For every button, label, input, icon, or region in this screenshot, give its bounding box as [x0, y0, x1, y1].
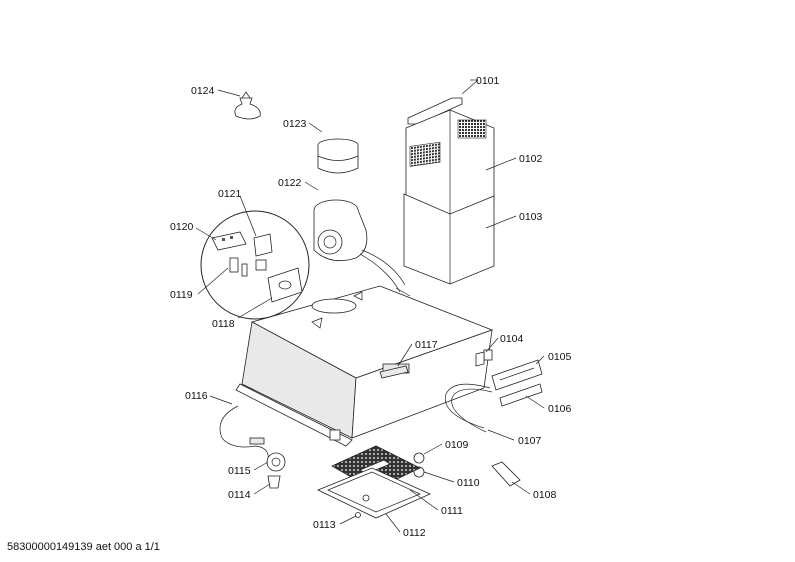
part-0105-control-cover	[491, 359, 543, 391]
part-0120-terminal-block	[211, 231, 247, 251]
part-0101-bracket	[407, 97, 463, 125]
label-0102: 0102	[519, 153, 543, 165]
part-0124-bag	[234, 91, 261, 120]
part-0104-trim-strip	[475, 351, 485, 367]
drawing-reference: 58300000149139 aet 000 a 1/1	[7, 541, 160, 553]
part-0122-blower	[313, 199, 411, 297]
label-0111: 0111	[441, 505, 463, 517]
label-0107: 0107	[518, 435, 542, 447]
label-0108: 0108	[533, 489, 557, 501]
label-0103: 0103	[519, 211, 543, 223]
part-0114-lamp	[267, 475, 281, 489]
label-0117: 0117	[415, 339, 438, 351]
label-0110: 0110	[457, 477, 480, 489]
label-0114: 0114	[228, 489, 251, 501]
part-0106-control-board	[499, 383, 543, 407]
label-0119: 0119	[170, 289, 193, 301]
label-0120: 0120	[170, 221, 194, 233]
detail-circle	[200, 210, 310, 320]
part-0123-duct-ring	[317, 138, 359, 174]
label-0115: 0115	[228, 465, 251, 477]
part-0115-lamp-holder	[266, 452, 286, 472]
part-0103-lower-chimney	[403, 193, 495, 285]
part-0116-wire-harness	[219, 405, 269, 461]
label-0105: 0105	[548, 351, 572, 363]
label-0101: 0101	[476, 75, 500, 87]
label-0123: 0123	[283, 118, 307, 130]
part-0118-switch-plate	[267, 267, 303, 303]
part-0108-switch	[491, 461, 521, 487]
label-0113: 0113	[313, 519, 336, 531]
label-0118: 0118	[212, 318, 235, 330]
label-0104: 0104	[500, 333, 524, 345]
label-0109: 0109	[445, 439, 469, 451]
part-0112-filter-frame	[317, 467, 431, 519]
part-labels: 0101 0102 0103 0104 0105 0106 0107 0108 …	[170, 75, 572, 539]
label-0124: 0124	[191, 85, 215, 97]
part-0113-screw	[355, 512, 361, 518]
part-0119-capacitor	[229, 257, 267, 277]
part-0117-grille	[379, 365, 409, 379]
part-0109-clip	[413, 452, 425, 464]
label-0112: 0112	[403, 527, 426, 539]
label-0121: 0121	[218, 188, 242, 200]
hood-body	[235, 285, 494, 447]
part-0102-upper-chimney	[405, 109, 495, 221]
label-0106: 0106	[548, 403, 572, 415]
part-0121-relay-board	[253, 233, 273, 257]
label-0116: 0116	[185, 390, 208, 402]
leader-lines	[195, 79, 545, 533]
part-0107-cable	[444, 383, 493, 433]
label-0122: 0122	[278, 177, 302, 189]
